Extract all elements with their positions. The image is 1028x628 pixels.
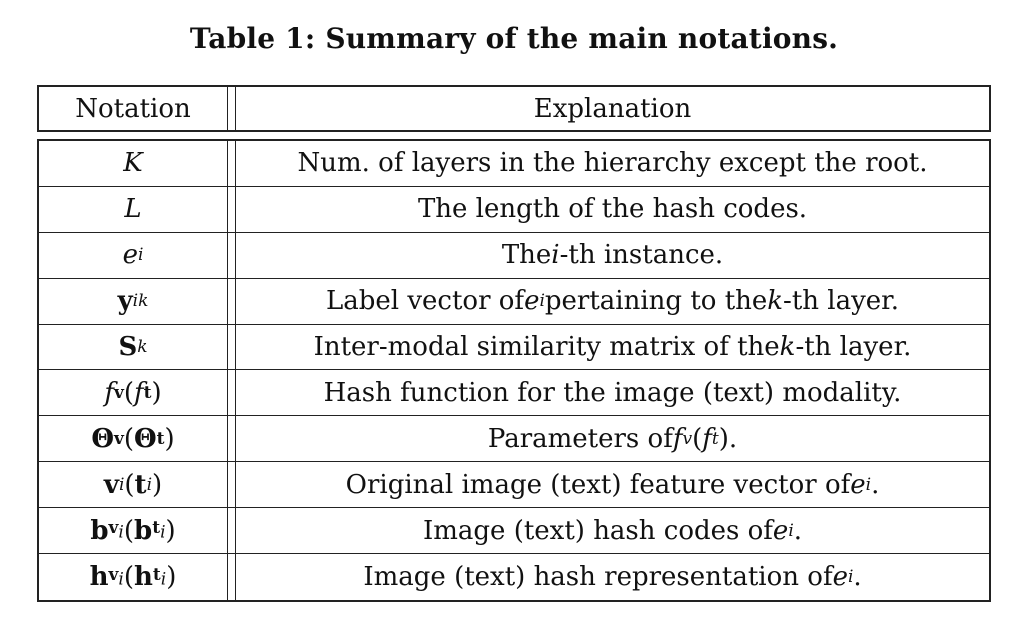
explanation-cell: Original image (text) feature vector of … (345, 469, 880, 500)
explanation-cell: Num. of layers in the hierarchy except t… (297, 148, 928, 179)
column-divider (227, 141, 236, 186)
column-divider (227, 87, 236, 130)
column-divider (227, 324, 236, 370)
column-divider (227, 462, 236, 508)
explanation-cell: The length of the hash codes. (417, 194, 808, 225)
column-divider (227, 508, 236, 554)
explanation-cell: Hash function for the image (text) modal… (323, 377, 902, 408)
notation-cell: L (124, 194, 142, 225)
header-explanation: Explanation (533, 93, 692, 124)
notation-cell: K (123, 148, 143, 179)
header-row: Notation Explanation (39, 87, 989, 130)
column-divider (227, 554, 236, 600)
column-divider (227, 416, 236, 462)
header-notation: Notation (75, 93, 191, 124)
table-body: K Num. of layers in the hierarchy except … (37, 139, 991, 602)
explanation-cell: The i-th instance. (501, 240, 724, 271)
table-row: L The length of the hash codes. (39, 186, 989, 233)
column-divider (227, 370, 236, 416)
explanation-cell: Inter-modal similarity matrix of the k-t… (313, 332, 912, 362)
table-row: K Num. of layers in the hierarchy except … (39, 141, 989, 187)
table-header: Notation Explanation (37, 85, 991, 132)
column-divider (227, 186, 236, 232)
table-caption: Table 1: Summary of the main notations. (189, 22, 839, 55)
column-divider (227, 278, 236, 324)
column-divider (227, 232, 236, 278)
